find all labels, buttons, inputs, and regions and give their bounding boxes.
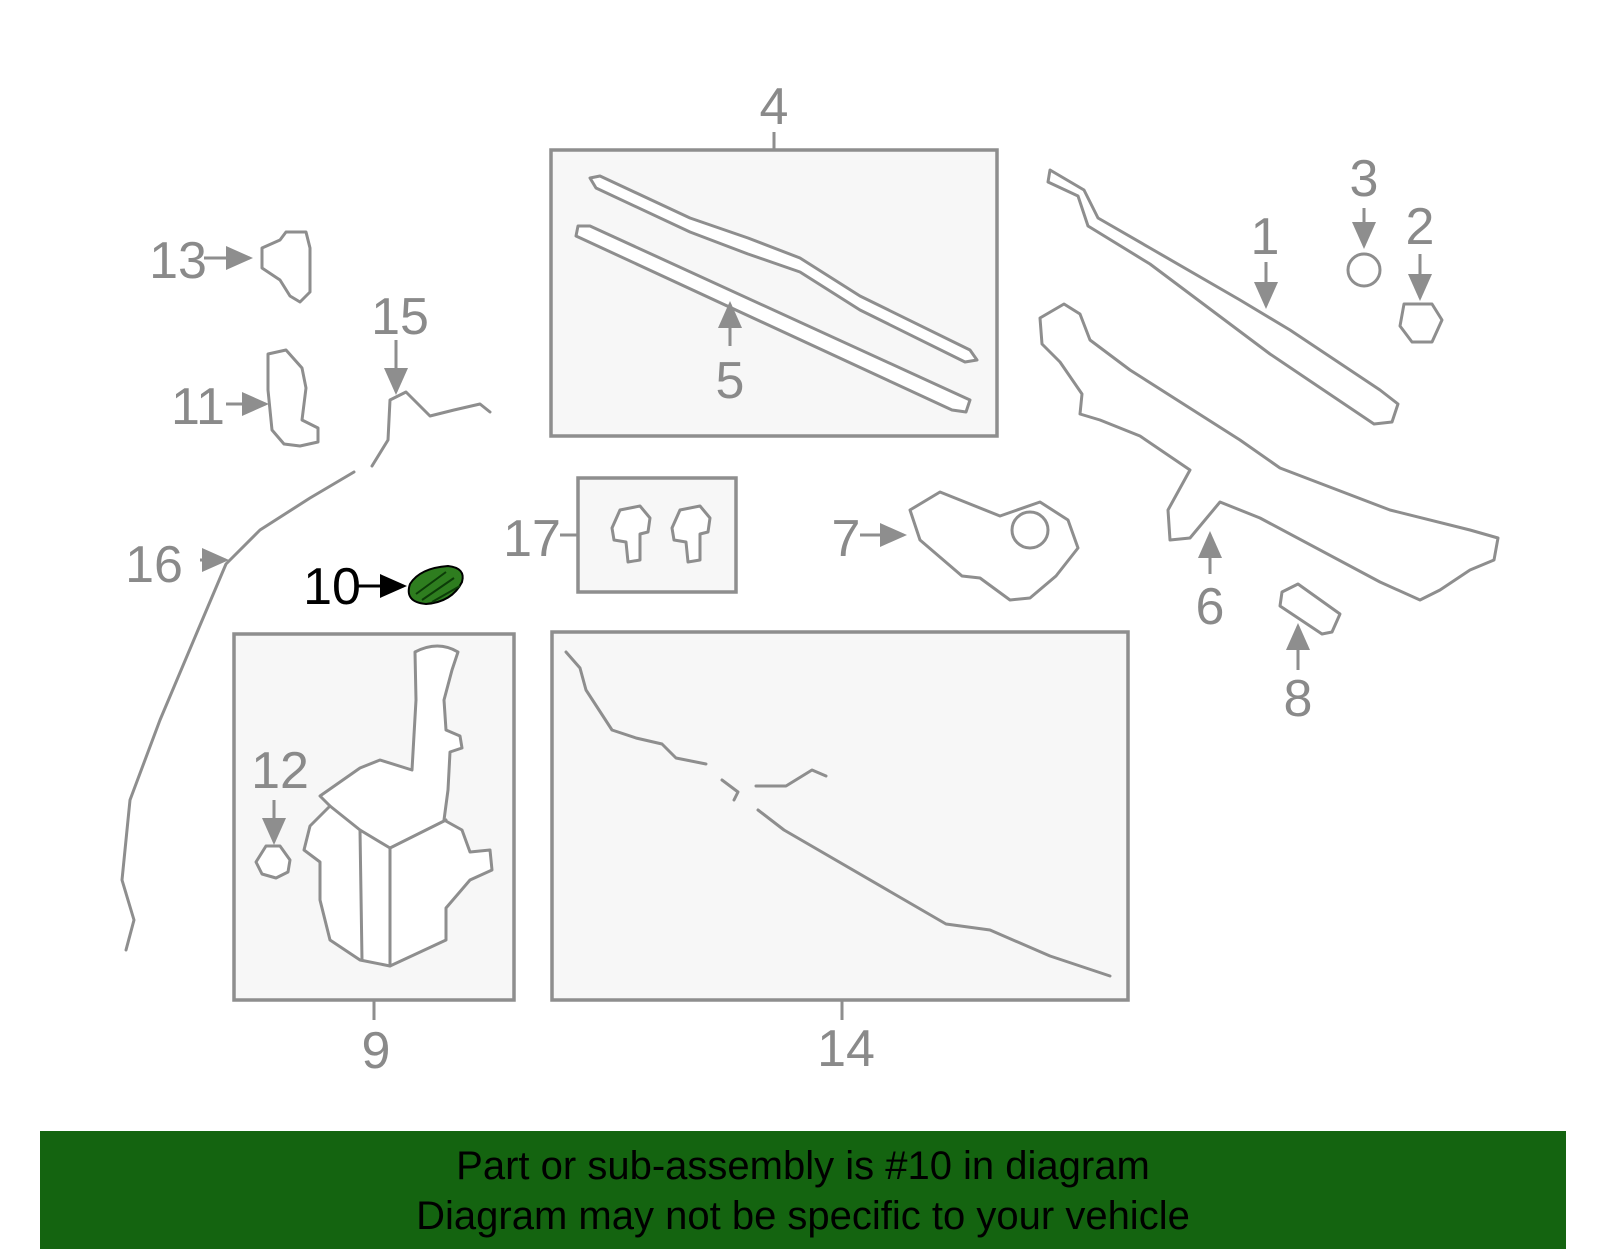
callout-4: 4: [760, 78, 789, 136]
washer-pump-13[interactable]: [260, 230, 312, 304]
callout-11: 11: [171, 378, 225, 436]
callout-17: 17: [503, 510, 561, 568]
grommet[interactable]: [254, 844, 292, 880]
callout-2: 2: [1406, 198, 1435, 256]
nozzle-left[interactable]: [610, 504, 652, 564]
washer-hose-16[interactable]: [120, 470, 356, 952]
box-wiper-blades: [549, 132, 999, 438]
bracket-8[interactable]: [1278, 582, 1342, 636]
callout-1: 1: [1251, 208, 1280, 266]
cap-3[interactable]: [1346, 252, 1382, 288]
callout-14: 14: [817, 1020, 875, 1078]
box-reservoir: [232, 632, 516, 1020]
box-nozzles: [560, 476, 738, 594]
part-info-banner: Part or sub-assembly is #10 in diagram D…: [40, 1131, 1566, 1249]
reservoir-detail: [328, 804, 448, 968]
wiper-linkage[interactable]: [1038, 302, 1500, 602]
box-17: [576, 476, 738, 594]
callout-10[interactable]: 10: [303, 558, 361, 616]
hose-upper[interactable]: [564, 650, 708, 766]
hose-connector[interactable]: [720, 768, 828, 802]
callout-12: 12: [251, 742, 309, 800]
box-hose: [550, 630, 1130, 1020]
wiper-motor[interactable]: [908, 490, 1080, 602]
wiper-arm[interactable]: [1046, 168, 1400, 426]
callout-7: 7: [832, 510, 861, 568]
washer-pump-11[interactable]: [266, 348, 320, 448]
callout-3: 3: [1350, 150, 1379, 208]
callout-8: 8: [1284, 670, 1313, 728]
wiper-blade-upper[interactable]: [588, 174, 979, 364]
banner-line-1: Part or sub-assembly is #10 in diagram: [456, 1144, 1150, 1188]
wiper-blade-lower[interactable]: [574, 224, 972, 414]
nozzle-right[interactable]: [670, 504, 712, 564]
callout-6: 6: [1196, 578, 1225, 636]
callout-9: 9: [362, 1022, 391, 1080]
callout-5: 5: [716, 352, 745, 410]
box-14: [550, 630, 1130, 1002]
banner-line-2: Diagram may not be specific to your vehi…: [416, 1194, 1190, 1238]
callout-15: 15: [371, 288, 429, 346]
callout-16: 16: [125, 536, 183, 594]
washer-reservoir[interactable]: [302, 644, 494, 968]
callout-13: 13: [149, 232, 207, 290]
highlighted-cap-10[interactable]: [407, 564, 464, 606]
hose-15[interactable]: [370, 390, 492, 468]
hose-lower[interactable]: [756, 808, 1112, 978]
nut-2[interactable]: [1398, 302, 1444, 344]
